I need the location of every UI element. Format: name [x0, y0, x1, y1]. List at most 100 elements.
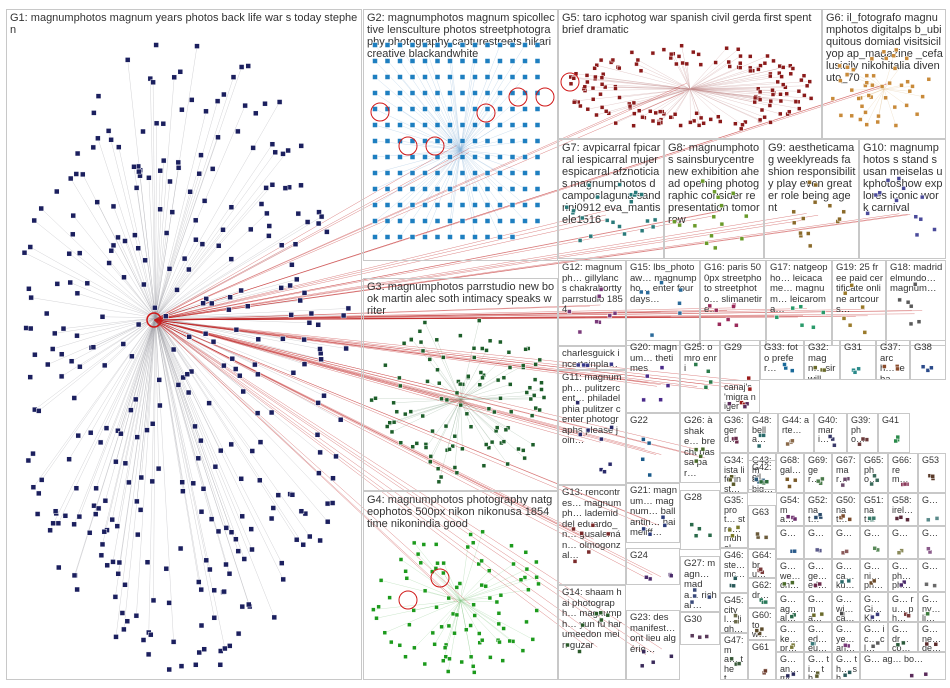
edge [689, 81, 810, 90]
edge [97, 138, 156, 318]
node-g2 [497, 234, 503, 240]
node-g37 [882, 364, 887, 369]
node-g41 [895, 434, 901, 440]
node-g2 [472, 106, 478, 112]
node-g1 [137, 507, 144, 513]
edge-inter-cluster [153, 219, 606, 321]
node-g3 [508, 382, 513, 387]
edge [460, 600, 499, 625]
edge [387, 399, 461, 427]
node-g1 [74, 586, 80, 593]
node-g2 [472, 42, 478, 48]
cluster-gs5: G… [888, 526, 918, 559]
node-g1 [163, 230, 170, 236]
node-g1 [136, 168, 142, 175]
node-g1 [201, 646, 207, 652]
node-g2 [397, 106, 403, 112]
cluster-gs4: G… [860, 526, 888, 559]
edge-inter-cluster [153, 319, 709, 390]
node-g3 [458, 402, 464, 408]
edge [117, 317, 156, 431]
node-g6 [870, 82, 875, 88]
node-g54 [792, 516, 798, 522]
node-g2 [522, 154, 528, 160]
node-g5 [748, 54, 753, 59]
node-gs8 [924, 582, 929, 587]
node-g10 [873, 192, 879, 198]
node-g3 [408, 409, 414, 414]
cluster-g44: G44: arte… [778, 413, 814, 453]
node-g1 [207, 566, 213, 573]
node-g5 [603, 109, 609, 114]
node-g4 [470, 664, 476, 669]
node-g5 [584, 73, 590, 78]
node-g48 [761, 433, 766, 438]
node-g5 [627, 103, 633, 109]
node-g1 [280, 336, 286, 342]
edge [95, 317, 156, 489]
node-g5 [613, 120, 618, 126]
edge [663, 88, 691, 115]
cluster-g1: G1: magnumphotos magnum years photos bac… [6, 9, 362, 680]
edge [689, 73, 771, 90]
node-g7 [580, 215, 585, 221]
node-g33 [790, 368, 795, 373]
edge [460, 108, 501, 151]
node-g3 [438, 474, 444, 480]
node-g3 [384, 424, 390, 429]
edge [460, 399, 487, 445]
node-g2 [509, 170, 516, 176]
edge [689, 88, 761, 121]
cluster-g13: G13: rencontres… magnumph… lademiddel ed… [558, 485, 626, 585]
cluster-g42: G42: oil [748, 460, 776, 490]
cluster-label: G18: madrid elmundo… magnum… [890, 263, 943, 294]
node-g1 [187, 189, 193, 195]
edge [104, 317, 156, 532]
edge [430, 399, 461, 462]
node-g36 [733, 436, 739, 441]
node-g8 [709, 233, 714, 239]
node-g3 [507, 365, 513, 370]
node-g1 [337, 416, 344, 423]
node-g2 [497, 202, 503, 208]
cluster-gs6: G… [918, 493, 946, 526]
cluster-label: G61 [752, 643, 770, 652]
node-g2 [422, 90, 428, 96]
node-g60 [754, 628, 760, 633]
node-g6 [887, 80, 892, 86]
cluster-g21: G21: magnum… magnum… ballantin… haimelif… [626, 483, 680, 543]
edge [124, 240, 156, 318]
node-g1 [268, 515, 275, 522]
cluster-g53: G53 [918, 453, 946, 493]
edge [155, 77, 234, 318]
edge [674, 88, 691, 115]
cluster-g3: G3: magnumphotos parrstudio new book mar… [363, 278, 558, 491]
highlight-ring [398, 590, 418, 610]
node-g18 [908, 303, 914, 309]
node-g4 [471, 602, 476, 607]
node-g40 [830, 436, 835, 442]
edge [460, 399, 505, 442]
edge-inter-cluster [153, 319, 588, 648]
node-g17 [799, 322, 805, 328]
node-g1 [254, 410, 261, 416]
node-g1 [211, 587, 217, 594]
node-g12 [567, 309, 572, 314]
node-g8 [744, 213, 749, 219]
node-g1 [38, 477, 45, 483]
node-g2 [497, 138, 503, 144]
edge [424, 140, 461, 151]
node-g1 [255, 371, 261, 378]
node-g6 [883, 56, 889, 61]
edge [883, 88, 910, 92]
node-g4 [441, 658, 446, 663]
node-g5 [770, 87, 775, 93]
node-g4 [496, 621, 502, 627]
node-g1 [222, 645, 228, 652]
edge [77, 293, 156, 318]
node-g1 [38, 205, 44, 212]
node-g1 [198, 622, 205, 629]
node-g1 [317, 449, 323, 456]
node-g5 [765, 53, 770, 59]
